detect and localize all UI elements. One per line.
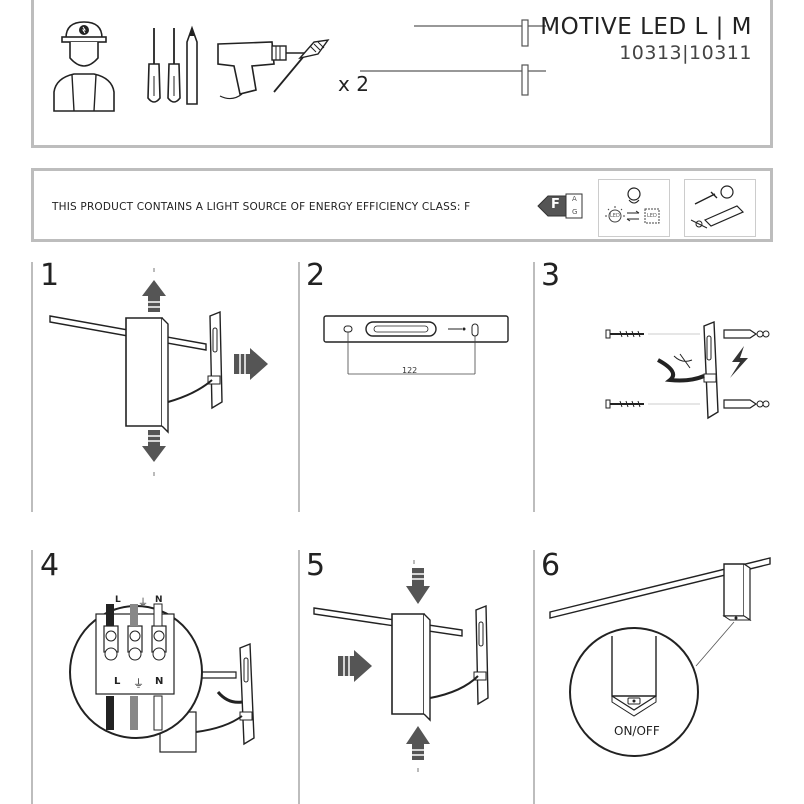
step-number-3: 3: [541, 258, 561, 293]
screw-dowel-icon: [273, 39, 330, 93]
installer-person-icon: [53, 21, 115, 112]
step-4-wiring-illustration: [69, 603, 255, 753]
quantity-label: x 2: [338, 72, 369, 96]
led-label-2: LED: [647, 213, 657, 219]
step-6-on-off-illustration: [549, 557, 771, 757]
terminal-label-bottom-n: N: [155, 676, 164, 687]
on-off-switch-label: ON/OFF: [614, 724, 660, 738]
led-bulb-icon: [605, 187, 660, 224]
column-divider-4: [31, 550, 33, 804]
energy-scale-top: A: [572, 195, 577, 203]
step-number-1: 1: [40, 258, 60, 293]
column-divider-1: [31, 262, 33, 512]
led-label-1: LED: [610, 213, 620, 219]
terminal-label-top-n: N: [155, 595, 163, 605]
column-divider-6: [533, 550, 535, 804]
mounting-distance-label: 122: [402, 366, 418, 375]
energy-class-label: F A G: [536, 193, 584, 219]
step-number-4: 4: [40, 548, 60, 583]
led-replace-panel: LED LED: [598, 179, 670, 237]
drill-icon: [217, 41, 310, 100]
product-title: MOTIVE LED L | M: [540, 14, 752, 40]
energy-arrow-icon: [537, 193, 583, 219]
step-number-5: 5: [306, 548, 326, 583]
driver-tools-icon: [690, 185, 745, 229]
terminal-label-bottom-earth: ⏚: [133, 677, 144, 690]
terminal-label-top-earth: ⏚: [138, 598, 148, 609]
lamp-models-icon: [360, 19, 546, 96]
energy-efficiency-text: THIS PRODUCT CONTAINS A LIGHT SOURCE OF …: [52, 201, 471, 213]
step-3-wall-mount-illustration: [605, 320, 770, 420]
step-2-bracket-dimension-illustration: [323, 315, 509, 375]
product-codes: 10313|10311: [619, 42, 752, 64]
driver-replace-panel: [684, 179, 756, 237]
screwdriver-icon: [147, 28, 181, 103]
step-number-6: 6: [541, 548, 561, 583]
pencil-icon: [186, 25, 198, 105]
energy-class-letter: F: [551, 197, 560, 212]
terminal-label-bottom-l: L: [114, 676, 121, 687]
step-number-2: 2: [306, 258, 326, 293]
step-1-remove-lamp-illustration: [49, 268, 268, 476]
energy-efficiency-box: THIS PRODUCT CONTAINS A LIGHT SOURCE OF …: [31, 168, 773, 242]
column-divider-2: [298, 262, 300, 512]
tools-header: x 2 MOTIVE LED L | M 10313|10311: [31, 0, 773, 148]
step-5-mount-lamp-illustration: [313, 560, 489, 772]
terminal-label-top-l: L: [115, 595, 121, 605]
energy-scale-bottom: G: [572, 208, 578, 216]
column-divider-3: [533, 262, 535, 512]
column-divider-5: [298, 550, 300, 804]
